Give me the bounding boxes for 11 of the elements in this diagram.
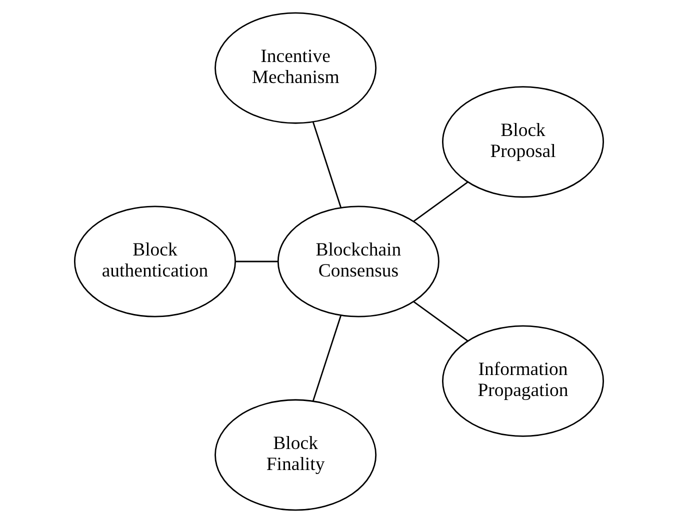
connector <box>413 301 468 342</box>
node-ellipse: Block Finality <box>214 399 377 511</box>
connector <box>312 315 342 402</box>
connector <box>312 122 342 208</box>
node-ellipse: Information Propagation <box>442 325 604 437</box>
node-ellipse: Block Proposal <box>442 86 604 198</box>
node-ellipse: Incentive Mechanism <box>214 12 377 124</box>
connector <box>413 182 468 222</box>
node-ellipse: Block authentication <box>74 206 236 318</box>
node-ellipse: Blockchain Consensus <box>277 206 440 318</box>
connector <box>235 260 278 262</box>
